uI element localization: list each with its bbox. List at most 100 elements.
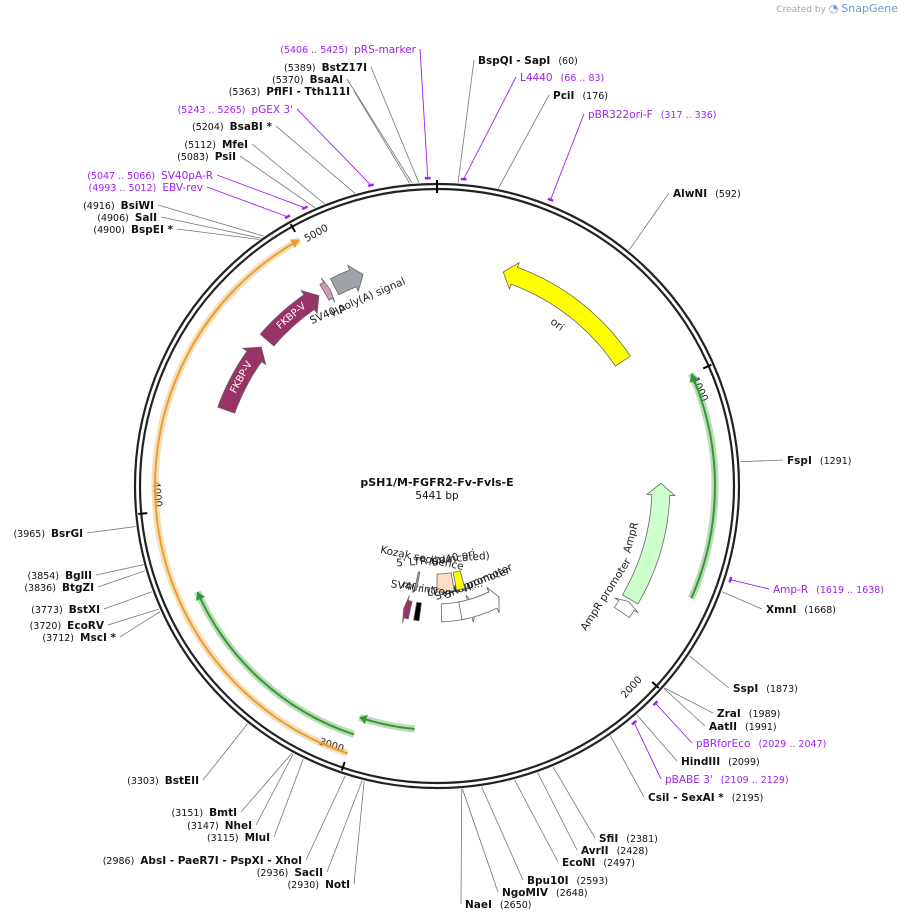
site-label: XmnI(1668) [766,604,836,616]
site-name: BstEII [165,775,199,787]
orf-line [196,591,355,736]
site-position: (3151) [172,808,204,819]
feature-arrow [458,587,500,621]
site-label: (3147)NheI [187,820,252,832]
site-label-avrii: AvrII(2428) [581,845,648,857]
primer-leader-line [633,722,662,780]
primer-leader-line [206,186,288,218]
primer-leader-line [655,702,693,744]
site-label: (5389)BstZ17I [284,62,367,74]
site-label: (3720)EcoRV [30,620,105,632]
primer-name: pBABE 3' [665,774,713,786]
snapgene-logo-icon: ◔ [828,2,839,15]
site-position: (592) [715,189,741,200]
site-label-pflfi: (5363)PflFI - Tth111I [229,86,350,98]
site-name: AvrII [581,845,609,857]
feature-arrow [414,571,421,591]
site-leader-line [462,788,499,893]
site-label-sali: (4906)SalI [97,212,157,224]
tick-mark [651,681,660,689]
site-label-mlui: (3115)MluI [207,832,270,844]
site-leader-line [103,591,153,610]
feature-arrow [436,572,455,593]
feature-arrow [613,597,639,619]
tick-label: 4000 [150,481,163,507]
site-position: (1991) [745,722,777,733]
feature-arrow [452,570,466,591]
orf-arrowhead [289,239,300,249]
credit-brand: SnapGene [841,2,898,15]
site-label-bspqi: BspQI - SapI(60) [478,55,578,67]
tick-mark [702,363,712,370]
feature-arrow [259,289,320,347]
primer-leader-line [730,579,770,590]
site-leader-line [537,772,578,851]
site-position: (1291) [820,456,852,467]
site-leader-line [107,608,160,626]
site-label: (3773)BstXI [31,604,100,616]
site-leader-line [239,155,316,208]
site-name: AbsI - PaeR7I - PspXI - XhoI [140,855,302,867]
site-name: BstXI [69,604,100,616]
site-label: (4900)BspEI * [93,224,173,236]
primer-mark [547,197,554,202]
site-label-bsrgi: (3965)BsrGI [13,528,83,540]
site-name: FspI [787,455,812,467]
site-label: (3854)BglII [27,570,92,582]
site-label: AvrII(2428) [581,845,648,857]
site-label: (3303)BstEII [127,775,199,787]
site-label: SspI(1873) [733,683,798,695]
tick-mark [340,761,346,771]
feature-arrow [402,595,413,623]
tick-label: 5000 [303,223,331,245]
site-label-sfii: SfiI(2381) [599,833,658,845]
site-label: AatII(1991) [709,721,777,733]
site-label: (3965)BsrGI [13,528,83,540]
site-label: (5370)BsaAI [272,74,343,86]
site-label: (3836)BtgZI [24,582,94,594]
primer-mark [301,205,308,211]
site-name: BsaBI * [230,121,273,133]
primer-position: (5406 .. 5425) [280,45,348,56]
site-name: BsiWI [121,200,154,212]
site-label: BspQI - SapI(60) [478,55,578,67]
site-name: MfeI [222,139,248,151]
primer-name: EBV-rev [162,182,203,194]
site-leader-line [688,655,730,689]
primer-label: (4993 .. 5012)EBV-rev [89,182,204,194]
site-leader-line [255,753,294,826]
feature-arrow [621,482,676,605]
primer-position: (1619 .. 1638) [816,585,884,596]
site-leader-line [498,94,550,189]
site-label: (3151)BmtI [172,807,237,819]
site-name: PciI [553,90,574,102]
primer-leader-line [550,113,585,200]
site-label-aatii: AatII(1991) [709,721,777,733]
site-label-bstxi: (3773)BstXI [31,604,100,616]
site-position: (5363) [229,87,261,98]
site-position: (4906) [97,213,129,224]
site-name: BstZ17I [322,62,367,74]
site-label: (4916)BsiWI [83,200,154,212]
site-label-bpu10i: Bpu10I(2593) [527,875,608,887]
site-leader-line [481,786,524,881]
site-leader-line [176,228,260,240]
site-leader-line [251,143,325,204]
site-label-noti: (2930)NotI [287,879,350,891]
site-label-xmni: XmnI(1668) [766,604,836,616]
site-name: SacII [294,867,323,879]
primer-mark [652,700,659,707]
site-name: NgoMIV [502,887,549,899]
site-label-nhei: (3147)NheI [187,820,252,832]
primer-label: (5047 .. 5066)SV40pA-R [87,170,213,182]
site-position: (5370) [272,75,304,86]
site-label-pcii: PciI(176) [553,90,608,102]
orf-arrowhead [359,714,368,725]
site-label: (2986)AbsI - PaeR7I - PspXI - XhoI [103,855,302,867]
site-label: (2930)NotI [287,879,350,891]
site-position: (3712) [42,633,74,644]
site-name: CsiI - SexAI * [648,792,724,804]
site-label-absi: (2986)AbsI - PaeR7I - PspXI - XhoI [103,855,302,867]
primer-label: (5243 .. 5265)pGEX 3' [178,104,293,116]
